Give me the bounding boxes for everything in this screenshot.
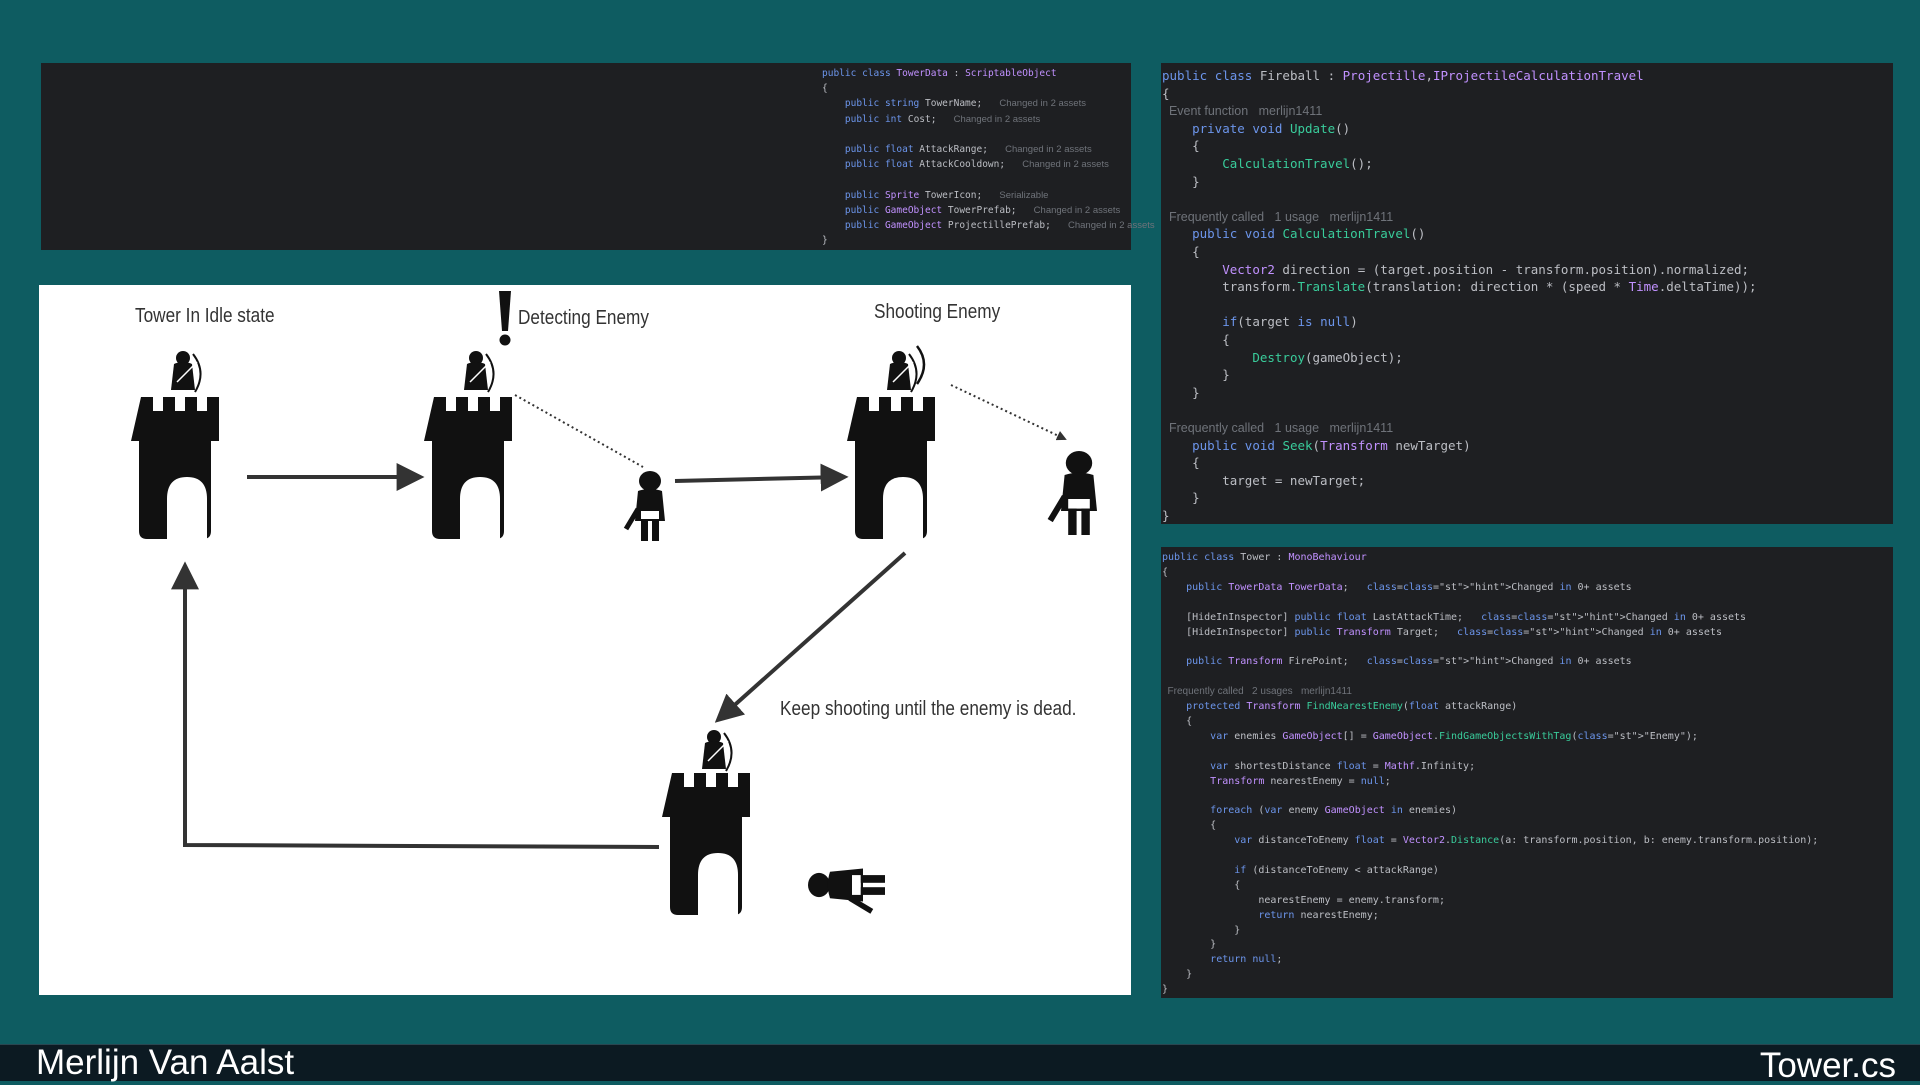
code-line: Frequently called 2 usages merlijn1411 — [1162, 686, 1352, 698]
sight-line-detecting — [514, 394, 644, 468]
code-line: public void CalculationTravel() — [1192, 226, 1426, 242]
code-line: { — [1162, 85, 1170, 101]
code-line: { — [1162, 244, 1200, 259]
code-line: { — [1162, 455, 1200, 471]
code-line: public TowerData TowerData; class=class=… — [1186, 581, 1632, 593]
code-line: var enemies GameObject[] = GameObject.Fi… — [1210, 730, 1698, 742]
code-line: Destroy(gameObject); — [1252, 349, 1403, 365]
label-idle-state: Tower In Idle state — [135, 305, 275, 327]
diagram-graphics — [131, 291, 1131, 923]
code-line: } — [1162, 508, 1170, 523]
code-line: foreach (var enemy GameObject in enemies… — [1210, 805, 1458, 817]
code-line: } — [1162, 939, 1217, 951]
arrow-detecting-to-shooting — [674, 463, 849, 492]
sight-line-shooting — [950, 384, 1067, 441]
code-line: } — [1162, 924, 1241, 936]
tower-state-diagram: Tower In Idle state Detecting Enemy Shoo… — [39, 285, 1131, 995]
code-line: Event function merlijn1411 — [1162, 104, 1323, 119]
code-line: [HideInInspector] public float LastAttac… — [1162, 611, 1747, 623]
goblin-detected-icon — [626, 471, 665, 541]
code-line: { — [1162, 820, 1217, 832]
file-name: Tower.cs — [1759, 1046, 1896, 1085]
code-line: public float AttackRange; Changed in 2 a… — [844, 144, 1092, 155]
code-line: if(target is null) — [1222, 314, 1358, 330]
code-line: } — [822, 235, 828, 247]
code-line: { — [1162, 138, 1200, 154]
archer-shooting-icon — [886, 345, 926, 393]
code-line: Frequently called 1 usage merlijn1411 — [1162, 209, 1394, 224]
code-line: { — [1162, 715, 1193, 727]
code-line: nearestEnemy = enemy.transform; — [1162, 894, 1445, 906]
archer-detecting-icon — [463, 350, 495, 393]
code-line: protected Transform FindNearestEnemy(flo… — [1186, 701, 1518, 712]
goblin-targeted-icon — [1050, 451, 1097, 535]
code-line: public class TowerData : ScriptableObjec… — [822, 68, 1057, 79]
arrow-keep-to-idle — [171, 561, 660, 849]
archer-keep-icon — [701, 729, 733, 772]
tower-shooting — [847, 397, 935, 547]
code-line: public class Tower : MonoBehaviour — [1162, 552, 1367, 563]
tower-idle — [131, 397, 219, 547]
code-line: Frequently called 1 usage merlijn1411 — [1162, 421, 1394, 435]
code-line: return nearestEnemy; — [1258, 909, 1379, 921]
code-line: public Sprite TowerIcon; Serializable — [844, 189, 1049, 201]
code-line: public int Cost; Changed in 2 assets — [844, 113, 1041, 125]
editor-panel-fireball — [1161, 63, 1893, 524]
code-line: { — [1162, 332, 1230, 347]
code-line: public GameObject TowerPrefab; Changed i… — [844, 204, 1121, 216]
code-line: { — [822, 83, 828, 95]
code-line: var distanceToEnemy float = Vector2.Dist… — [1234, 835, 1819, 847]
code-line: CalculationTravel(); — [1222, 156, 1373, 171]
author-name: Merlijn Van Aalst — [36, 1043, 295, 1082]
label-detecting-enemy: Detecting Enemy — [518, 307, 649, 329]
code-line: } — [1162, 490, 1200, 506]
code-fireball: public class Fireball : Projectille,IPro… — [1162, 64, 1892, 524]
code-line: } — [1162, 367, 1230, 383]
editor-panel-tower — [1161, 547, 1893, 998]
code-line: } — [1162, 173, 1200, 189]
code-line: public string TowerName; Changed in 2 as… — [844, 98, 1086, 110]
code-line: } — [1162, 984, 1169, 996]
code-tower-data: public class TowerData : ScriptableObjec… — [822, 64, 1155, 250]
arrow-shooting-to-keep — [714, 551, 907, 723]
code-line: public Transform FirePoint; class=class=… — [1186, 656, 1632, 668]
code-line: } — [1162, 384, 1200, 400]
goblin-dead-icon — [808, 869, 885, 912]
code-line: Vector2 direction = (target.position - t… — [1222, 261, 1750, 277]
code-tower: public class Tower : MonoBehaviour { publ… — [1162, 548, 1892, 998]
code-line: [HideInInspector] public Transform Targe… — [1162, 626, 1722, 638]
footer-bar: Merlijn Van Aalst Tower.cs — [0, 1043, 1920, 1085]
code-line: public class Fireball : Projectille,IPro… — [1162, 68, 1644, 83]
tower-detecting — [424, 397, 512, 547]
code-line: return null; — [1210, 954, 1283, 966]
code-line: } — [1162, 969, 1193, 981]
code-line: transform.Translate(translation: directi… — [1162, 279, 1757, 295]
tower-keep-shooting — [662, 773, 750, 923]
code-line: { — [1162, 879, 1241, 891]
archer-idle-icon — [170, 350, 202, 393]
code-line: public void Seek(Transform newTarget) — [1192, 437, 1471, 453]
code-line: { — [1162, 566, 1169, 578]
code-line: if (distanceToEnemy < attackRange) — [1234, 864, 1439, 876]
code-line: public GameObject ProjectillePrefab; Cha… — [844, 220, 1155, 231]
code-line: var shortestDistance float = Mathf.Infin… — [1210, 760, 1476, 772]
exclamation-icon — [499, 291, 511, 346]
code-line: public float AttackCooldown; Changed in … — [844, 159, 1109, 171]
code-line: target = newTarget; — [1162, 472, 1366, 488]
label-keep-shooting: Keep shooting until the enemy is dead. — [780, 698, 1077, 720]
code-line: Transform nearestEnemy = null; — [1210, 775, 1391, 787]
label-shooting-enemy: Shooting Enemy — [874, 301, 1001, 323]
editor-panel-scriptable — [41, 63, 1131, 250]
code-line: private void Update() — [1192, 120, 1351, 136]
